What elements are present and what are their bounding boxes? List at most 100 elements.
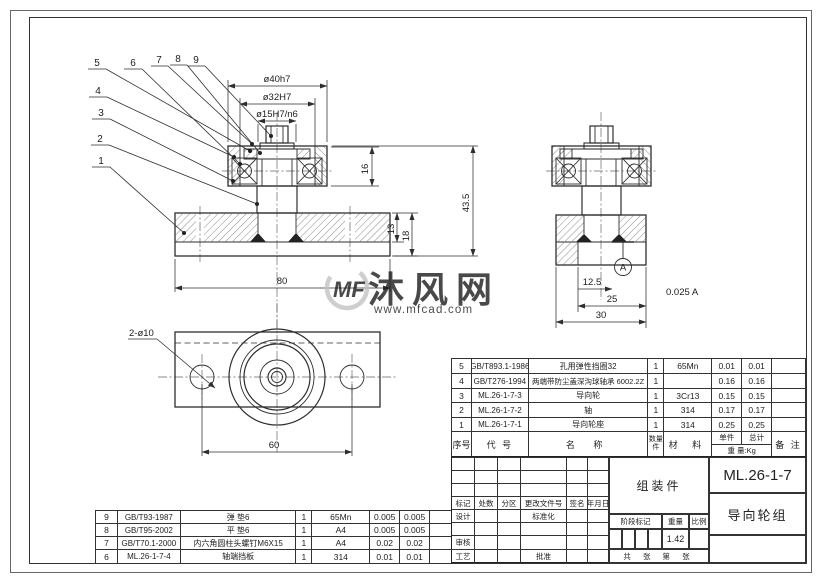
stage-cell: [622, 529, 635, 549]
rev-cell: [521, 522, 567, 535]
bom-cell-qty: 1: [647, 389, 664, 403]
watermark: MF 沐风网 www.mfcad.com: [324, 265, 492, 316]
bolt-head: [589, 125, 614, 144]
bom-table: 5 GB/T893.1-1986 孔用弹性挡圈32 1 65Mn 0.01 0.…: [451, 358, 806, 457]
rev-cell: [567, 509, 588, 522]
scale-value: [689, 529, 709, 549]
bom-cell-code: ML.26-1-7-4: [116, 550, 180, 564]
bom-header-seq: 序号: [451, 432, 471, 457]
bearing-left: [555, 157, 582, 185]
sheet-count: 共 张 第 张: [609, 549, 709, 563]
rev-cell: [498, 522, 521, 535]
rev-cell: [498, 509, 521, 522]
dim-dia15: ø15H7/n6: [256, 109, 298, 120]
bom-cell-code: GB/T95-2002: [116, 524, 180, 537]
rev-cell: [498, 457, 521, 470]
bom-header-code: 代 号: [470, 432, 528, 457]
rev-cell: [588, 549, 609, 563]
bearing-right: [296, 157, 323, 185]
bom-cell-remark: [771, 359, 805, 374]
qty-bottom: 件: [652, 444, 660, 451]
bom-cell-remark: [771, 403, 805, 418]
weight-value: 1.42: [662, 529, 689, 549]
rev-cell: [452, 483, 475, 496]
weight-label: 重量: [662, 514, 689, 529]
title-block: 标记 处数 分区 更改文件号 签名 年月日 设计 标准化 审核 工艺 批准 组装…: [451, 456, 806, 563]
rev-cell: [588, 483, 609, 496]
role-approve: 批准: [521, 549, 567, 563]
datum-symbol: [612, 241, 634, 276]
dim-16: 16: [360, 164, 371, 175]
bom-cell-code: ML.26-1-7-3: [470, 389, 528, 403]
bom-cell-total-weight: 0.17: [741, 403, 772, 418]
bom-cell-unit-weight: 0.17: [711, 403, 742, 418]
side-dim-lines: [555, 267, 647, 328]
bearing-right: [621, 157, 648, 185]
qty-top: 数量: [648, 436, 663, 443]
rev-cell: [567, 483, 588, 496]
bom-row: 8 GB/T95-2002 平 垫6 1 A4 0.005 0.005: [95, 524, 452, 537]
bom-cell-qty: 1: [295, 550, 312, 564]
rev-header-signature: 签名: [567, 496, 588, 509]
weight-total-label: 总计: [749, 433, 765, 443]
bom-header-material: 材 料: [663, 432, 712, 457]
bom-row: 7 GB/T70.1-2000 内六角圆柱头螺钉M6X15 1 A4 0.02 …: [95, 537, 452, 550]
front-dim-lines: [174, 80, 478, 292]
bom-cell-seq: 7: [95, 537, 117, 550]
dim-dia40: ø40h7: [264, 74, 291, 85]
balloon-6: 6: [130, 58, 136, 69]
bom-row: 9 GB/T93-1987 弹 垫6 1 65Mn 0.005 0.005: [95, 511, 452, 524]
bom-cell-seq: 3: [451, 389, 471, 403]
rev-cell: [521, 470, 567, 483]
dim-2-dia10: 2-ø10: [129, 328, 154, 339]
bom-cell-unit-weight: 0.005: [369, 524, 400, 537]
watermark-logo: MF: [333, 277, 365, 302]
rev-cell: [475, 535, 498, 549]
bom-cell-total-weight: 0.16: [741, 374, 772, 389]
role-review: 审核: [452, 535, 475, 549]
rev-cell: [567, 470, 588, 483]
balloon-5: 5: [94, 58, 100, 69]
role-process: 工艺: [452, 549, 475, 563]
balloon-4: 4: [95, 86, 101, 97]
bom-cell-seq: 2: [451, 403, 471, 418]
guide-wheel-circles: [228, 328, 326, 426]
bom-cell-material: [663, 374, 712, 389]
part-name: 导向轮组: [709, 493, 806, 535]
bearing-left: [231, 157, 258, 185]
dim-80: 80: [277, 276, 288, 287]
bom-header-qty: 数量 件: [647, 432, 664, 457]
rev-cell: [498, 483, 521, 496]
bom-cell-qty: 1: [647, 403, 664, 418]
bom-cell-material: 314: [311, 550, 370, 564]
bom-cell-name: 轴端挡板: [179, 550, 296, 564]
dim-25: 25: [607, 294, 618, 305]
title-blank-cell: [709, 535, 806, 563]
assembly-type-label: 组装件: [609, 457, 709, 514]
role-standardization: 标准化: [521, 509, 567, 522]
bom-cell-material: 65Mn: [663, 359, 712, 374]
rev-cell: [588, 522, 609, 535]
rev-cell: [498, 549, 521, 563]
bom-cell-unit-weight: 0.01: [711, 359, 742, 374]
scale-label: 比例: [689, 514, 709, 529]
balloon-9: 9: [193, 55, 199, 66]
front-view: ø40h7 ø32H7 ø15H7/n6 16 13 18 80 43.5: [174, 74, 478, 334]
rev-cell: [567, 522, 588, 535]
bom-cell-material: 314: [663, 403, 712, 418]
bom-cell-material: 3Cr13: [663, 389, 712, 403]
bom-cell-qty: 1: [295, 537, 312, 550]
bom-cell-code: GB/T893.1-1986: [470, 359, 528, 374]
bom-cell-name: 孔用弹性挡圈32: [527, 359, 648, 374]
balloon-7: 7: [156, 55, 162, 66]
rev-cell: [521, 535, 567, 549]
dim-43-5: 43.5: [461, 194, 472, 213]
bom-cell-remark: [429, 550, 452, 564]
bom-cell-seq: 4: [451, 374, 471, 389]
bom-cell-total-weight: 0.005: [399, 524, 430, 537]
balloon-8: 8: [175, 54, 181, 65]
stage-cell: [609, 529, 622, 549]
bom-cell-unit-weight: 0.15: [711, 389, 742, 403]
bom-cell-total-weight: 0.25: [741, 418, 772, 432]
